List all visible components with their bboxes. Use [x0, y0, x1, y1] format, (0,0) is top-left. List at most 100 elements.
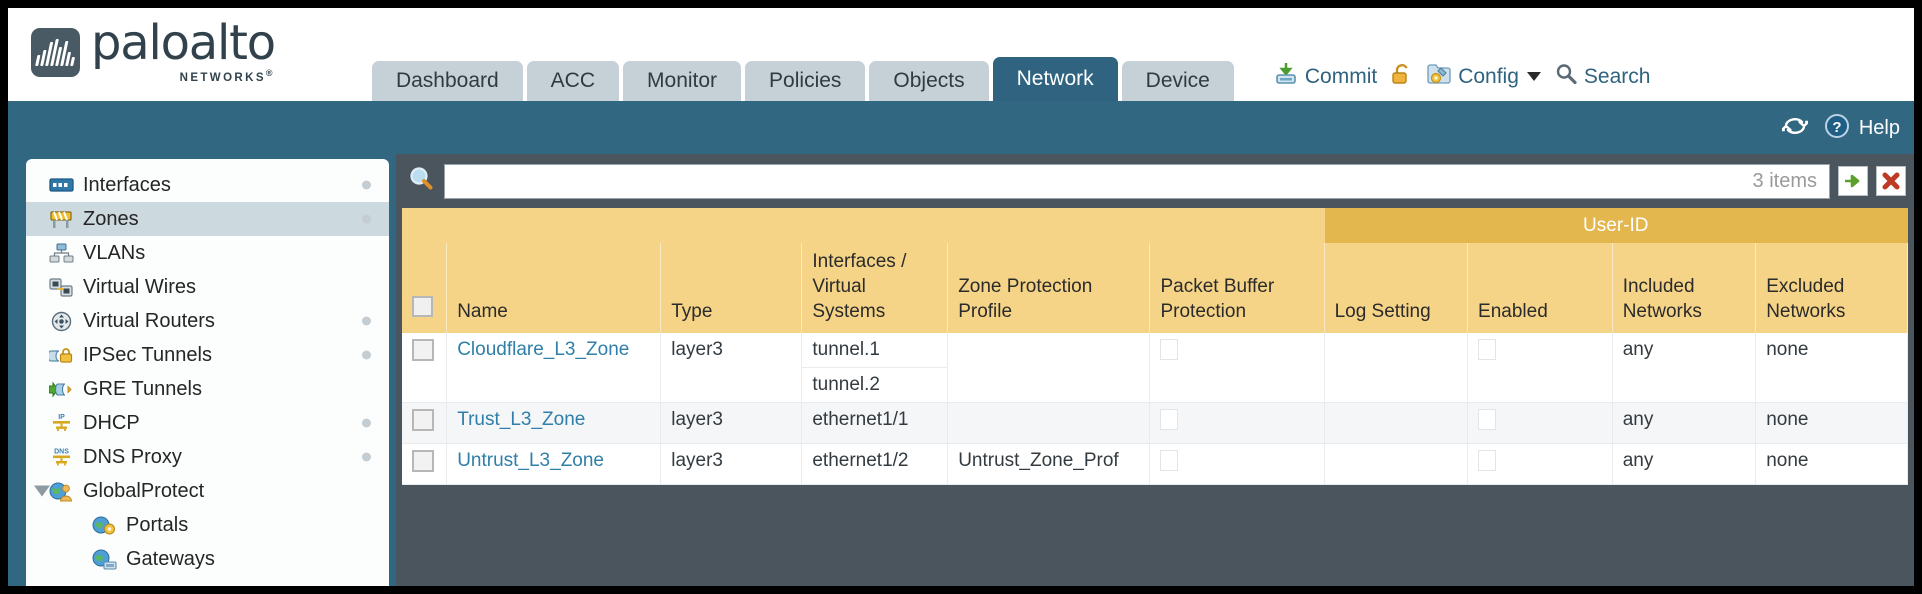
vlans-icon [49, 243, 74, 264]
cell-interface: tunnel.1 [801, 333, 949, 368]
sidebar-item-dhcp[interactable]: IP DHCP [26, 406, 389, 440]
packet-buffer-protection-checkbox[interactable] [1160, 450, 1179, 471]
col-header-packet-buffer-protection[interactable]: Packet Buffer Protection [1149, 243, 1325, 333]
cell-included-networks: any [1612, 443, 1757, 485]
cell-excluded-networks: none [1755, 333, 1908, 403]
cell-name: Cloudflare_L3_Zone [446, 333, 662, 403]
clear-filter-x-icon [1882, 172, 1900, 190]
cell-zone-protection-profile: Untrust_Zone_Prof [947, 443, 1151, 485]
table-row-continuation: tunnel.2 [402, 367, 1908, 403]
col-header-log-setting[interactable]: Log Setting [1324, 243, 1469, 333]
tab-network[interactable]: Network [992, 57, 1118, 101]
sidebar-item-globalprotect[interactable]: GlobalProtect [26, 474, 389, 508]
cell-userid-enabled [1467, 443, 1613, 485]
dhcp-icon: IP [49, 413, 74, 434]
magnifier-icon[interactable] [408, 165, 436, 198]
tab-acc[interactable]: ACC [526, 61, 620, 101]
cell-userid-enabled [1467, 333, 1613, 403]
zone-name-link[interactable]: Untrust_L3_Zone [457, 450, 605, 471]
cell-type: layer3 [660, 333, 803, 403]
refresh-icon[interactable] [1780, 114, 1810, 143]
tab-policies[interactable]: Policies [745, 61, 866, 101]
paloalto-logo: paloalto NETWORKS® [31, 15, 276, 84]
sidebar-item-virtual-routers[interactable]: Virtual Routers [26, 304, 389, 338]
cell-interface: ethernet1/1 [801, 402, 949, 444]
sidebar-item-gre-tunnels[interactable]: GRE Tunnels [26, 372, 389, 406]
row-checkbox[interactable] [412, 339, 434, 361]
sidebar-item-dns-proxy[interactable]: DNS DNS Proxy [26, 440, 389, 474]
row-checkbox[interactable] [412, 409, 434, 431]
table-row[interactable]: Untrust_L3_Zone layer3 ethernet1/2 Untru… [402, 443, 1908, 485]
col-header-name[interactable]: Name [446, 243, 662, 333]
col-header-zone-protection-profile[interactable]: Zone Protection Profile [947, 243, 1151, 333]
zone-name-link[interactable]: Cloudflare_L3_Zone [457, 339, 630, 360]
apply-filter-button[interactable] [1838, 166, 1868, 196]
cell-name: Untrust_L3_Zone [446, 443, 662, 485]
zone-name-link[interactable]: Trust_L3_Zone [457, 409, 586, 430]
brand-name: paloalto [91, 15, 276, 72]
sidebar-label: IPSec Tunnels [83, 343, 212, 366]
select-all-checkbox[interactable] [412, 296, 433, 317]
sidebar-item-gateways[interactable]: Gateways [26, 542, 389, 576]
cell-interface: ethernet1/2 [801, 443, 949, 485]
col-header-included-networks[interactable]: Included Networks [1612, 243, 1757, 333]
sidebar-item-zones[interactable]: Zones [26, 202, 389, 236]
sidebar-item-virtual-wires[interactable]: Virtual Wires [26, 270, 389, 304]
userid-enabled-checkbox[interactable] [1478, 450, 1497, 471]
help-icon: ? [1824, 113, 1850, 144]
col-header-userid-enabled[interactable]: Enabled [1467, 243, 1613, 333]
sidebar-status-dot [362, 418, 371, 428]
filter-input[interactable]: 3 items [444, 163, 1830, 199]
tab-dashboard[interactable]: Dashboard [371, 61, 523, 101]
row-select-cell [402, 333, 448, 403]
sidebar-label: VLANs [83, 241, 146, 264]
help-label: Help [1858, 117, 1900, 139]
sidebar-item-portals[interactable]: Portals [26, 508, 389, 542]
gre-tunnels-icon [48, 379, 74, 400]
cell-packet-buffer-protection [1149, 333, 1325, 403]
sidebar-item-ipsec-tunnels[interactable]: IPSec Tunnels [26, 338, 389, 372]
sub-header-bar: ? Help [8, 101, 1914, 154]
col-header-interfaces[interactable]: Interfaces / Virtual Systems [801, 243, 949, 333]
search-button[interactable]: Search [1554, 62, 1650, 91]
clear-filter-button[interactable] [1876, 166, 1906, 196]
col-header-type[interactable]: Type [660, 243, 803, 333]
sidebar-label: Gateways [126, 547, 215, 570]
userid-enabled-checkbox[interactable] [1478, 409, 1497, 430]
sidebar-status-dot [362, 350, 371, 360]
network-sidebar: Interfaces Zones [26, 159, 389, 586]
sidebar-item-interfaces[interactable]: Interfaces [26, 168, 389, 202]
table-header-row: Name Type Interfaces / Virtual Systems Z… [402, 243, 1908, 333]
row-checkbox[interactable] [412, 450, 434, 472]
tab-objects[interactable]: Objects [869, 61, 989, 101]
commit-button[interactable]: Commit [1274, 62, 1377, 91]
virtual-wires-icon [49, 277, 74, 298]
group-header-spacer [402, 208, 1325, 243]
config-menu-button[interactable]: Config [1426, 62, 1541, 91]
help-button[interactable]: ? Help [1824, 113, 1900, 144]
sidebar-item-vlans[interactable]: VLANs [26, 236, 389, 270]
col-header-excluded-networks[interactable]: Excluded Networks [1755, 243, 1908, 333]
table-row[interactable]: Cloudflare_L3_Zone layer3 tunnel.1 [402, 333, 1908, 403]
cell-log-setting [1324, 333, 1469, 403]
tab-device[interactable]: Device [1121, 61, 1234, 101]
packet-buffer-protection-checkbox[interactable] [1160, 409, 1179, 430]
sidebar-status-dot [362, 180, 371, 190]
packet-buffer-protection-checkbox[interactable] [1160, 339, 1179, 360]
table-row[interactable]: Trust_L3_Zone layer3 ethernet1/1 [402, 402, 1908, 444]
svg-text:IP: IP [58, 414, 65, 421]
cell-packet-buffer-protection [1149, 402, 1325, 444]
sidebar-label: Portals [126, 513, 189, 536]
cell-type: layer3 [660, 402, 803, 444]
virtual-routers-icon [49, 311, 74, 332]
userid-enabled-checkbox[interactable] [1478, 339, 1497, 360]
sidebar-label: Virtual Wires [83, 275, 196, 298]
lock-button[interactable] [1390, 62, 1413, 91]
chevron-down-icon[interactable] [1526, 72, 1541, 81]
cell-interface: tunnel.2 [801, 367, 949, 403]
brand-subtitle: NETWORKS® [179, 68, 275, 84]
expand-collapse-triangle-icon[interactable] [34, 485, 50, 497]
zones-table-container: User-ID Name Type Interfaces / Virtual S… [396, 208, 1914, 485]
tab-monitor[interactable]: Monitor [623, 61, 742, 101]
